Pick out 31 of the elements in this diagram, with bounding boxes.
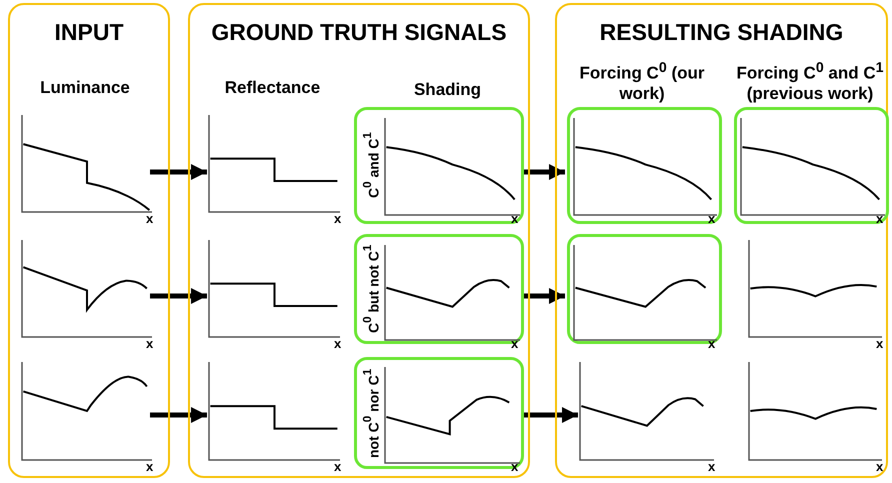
highlight-box <box>354 107 524 224</box>
axis-label: x <box>334 337 342 350</box>
column-header: Reflectance <box>224 78 322 98</box>
axis-label: x <box>876 337 884 350</box>
column-header: Forcing C$^{0}$ and C$^{1}$ (previous work) <box>735 59 885 104</box>
arrow <box>150 164 207 180</box>
column-header: Shading <box>412 80 482 100</box>
axis-label: x <box>334 212 342 225</box>
axis-label: x <box>146 337 154 350</box>
highlight-box <box>354 357 524 469</box>
column-header: Luminance <box>39 78 131 98</box>
arrow <box>150 288 207 304</box>
highlight-box <box>567 107 722 224</box>
axis-label: x <box>334 460 342 473</box>
axis-label: x <box>876 460 884 473</box>
axis-label: x <box>146 212 154 225</box>
arrow <box>522 288 565 304</box>
panel <box>8 3 170 478</box>
arrow <box>522 407 578 423</box>
panel-title: INPUT <box>54 19 124 46</box>
highlight-box <box>734 107 889 224</box>
axis-label: x <box>146 460 154 473</box>
axis-label: x <box>511 460 518 473</box>
axis-label: x <box>708 460 716 473</box>
column-header: Forcing C$^{0}$ (our work) <box>578 59 706 104</box>
panel <box>555 3 888 478</box>
arrow <box>522 164 565 180</box>
panel <box>188 3 530 478</box>
panel-title: RESULTING SHADING <box>598 19 844 46</box>
panel-title: GROUND TRUTH SIGNALS <box>210 19 508 46</box>
arrow <box>150 407 207 423</box>
